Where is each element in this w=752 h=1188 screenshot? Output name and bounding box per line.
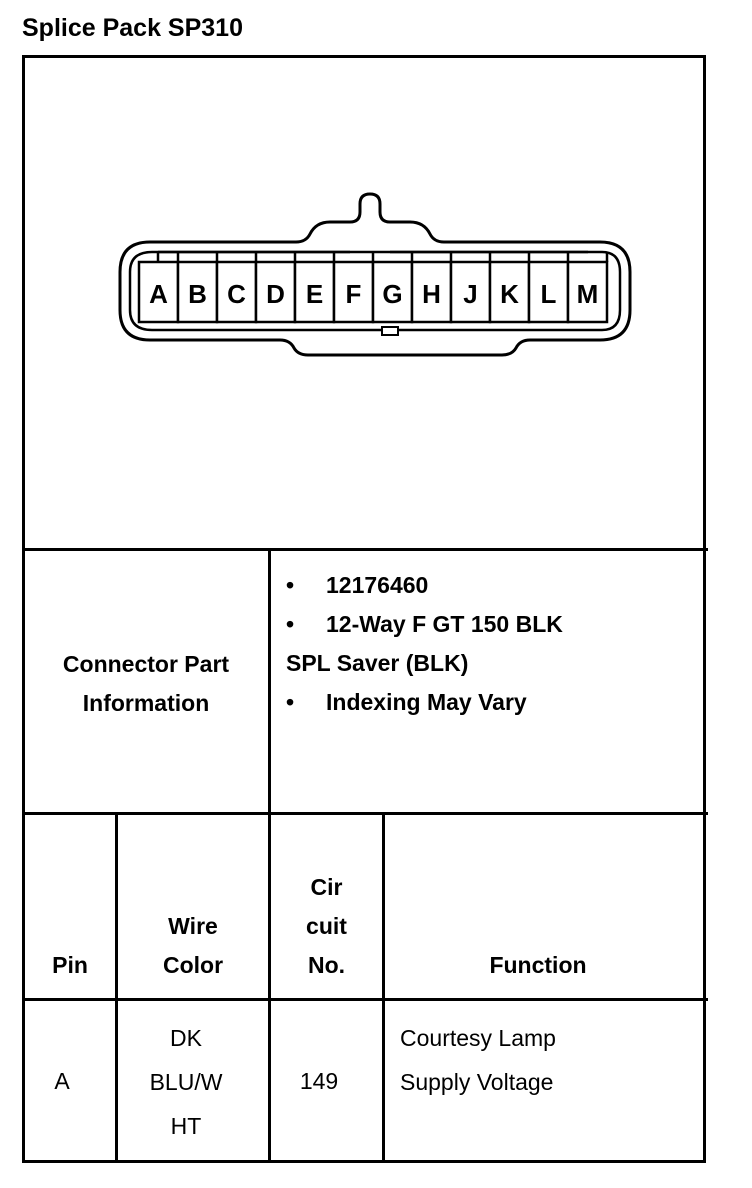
connector-info-label: Connector Part Information <box>62 651 230 716</box>
pin-cell-f <box>332 260 375 324</box>
header-circuit-no: Cir cuit No. <box>306 874 347 978</box>
pin-label-f: F <box>346 279 362 309</box>
connector-housing-outline <box>118 192 632 357</box>
connector-info-list: •12176460 •12-Way F GT 150 BLK SPL Saver… <box>286 566 706 722</box>
info-part-number: •12176460 <box>286 572 429 598</box>
pin-label-j: J <box>463 279 477 309</box>
page-title: Splice Pack SP310 <box>22 14 243 42</box>
pin-label-b: B <box>188 279 207 309</box>
info-indexing: •Indexing May Vary <box>286 689 527 715</box>
row-wire-color: DK BLU/W HT <box>149 1025 223 1139</box>
divider-col-function <box>382 812 385 1163</box>
pin-label-g: G <box>382 279 402 309</box>
pin-cell-a <box>137 260 180 324</box>
pin-cell-l <box>527 260 570 324</box>
divider-header-rows <box>22 998 708 1001</box>
divider-diagram-info <box>22 548 708 551</box>
pin-label-l: L <box>541 279 557 309</box>
divider-col-pin <box>115 812 118 1163</box>
pin-label-e: E <box>306 279 323 309</box>
pin-label-c: C <box>227 279 246 309</box>
pin-cell-j <box>449 260 492 324</box>
pin-cell-m <box>566 260 609 324</box>
row-function: Courtesy Lamp Supply Voltage <box>400 1025 556 1095</box>
header-pin: Pin <box>52 952 88 978</box>
pin-label-m: M <box>577 279 599 309</box>
pin-label-d: D <box>266 279 285 309</box>
info-description-cont: SPL Saver (BLK) <box>286 650 469 676</box>
pin-label-k: K <box>500 279 519 309</box>
divider-col-circuit-left <box>268 548 271 1163</box>
row-pin: A <box>54 1068 70 1094</box>
divider-info-header <box>22 812 708 815</box>
header-wire-color: Wire Color <box>162 913 224 978</box>
key-slot <box>381 326 399 336</box>
info-description: •12-Way F GT 150 BLK <box>286 611 563 637</box>
row-circuit: 149 <box>299 1068 339 1094</box>
header-function: Function <box>489 952 587 978</box>
pin-label-h: H <box>422 279 441 309</box>
connector-table-frame <box>22 55 706 1163</box>
pin-label-a: A <box>149 279 168 309</box>
pin-cell-d <box>254 260 297 324</box>
connector-inner-outline <box>128 250 622 332</box>
pin-cell-g <box>371 260 414 324</box>
